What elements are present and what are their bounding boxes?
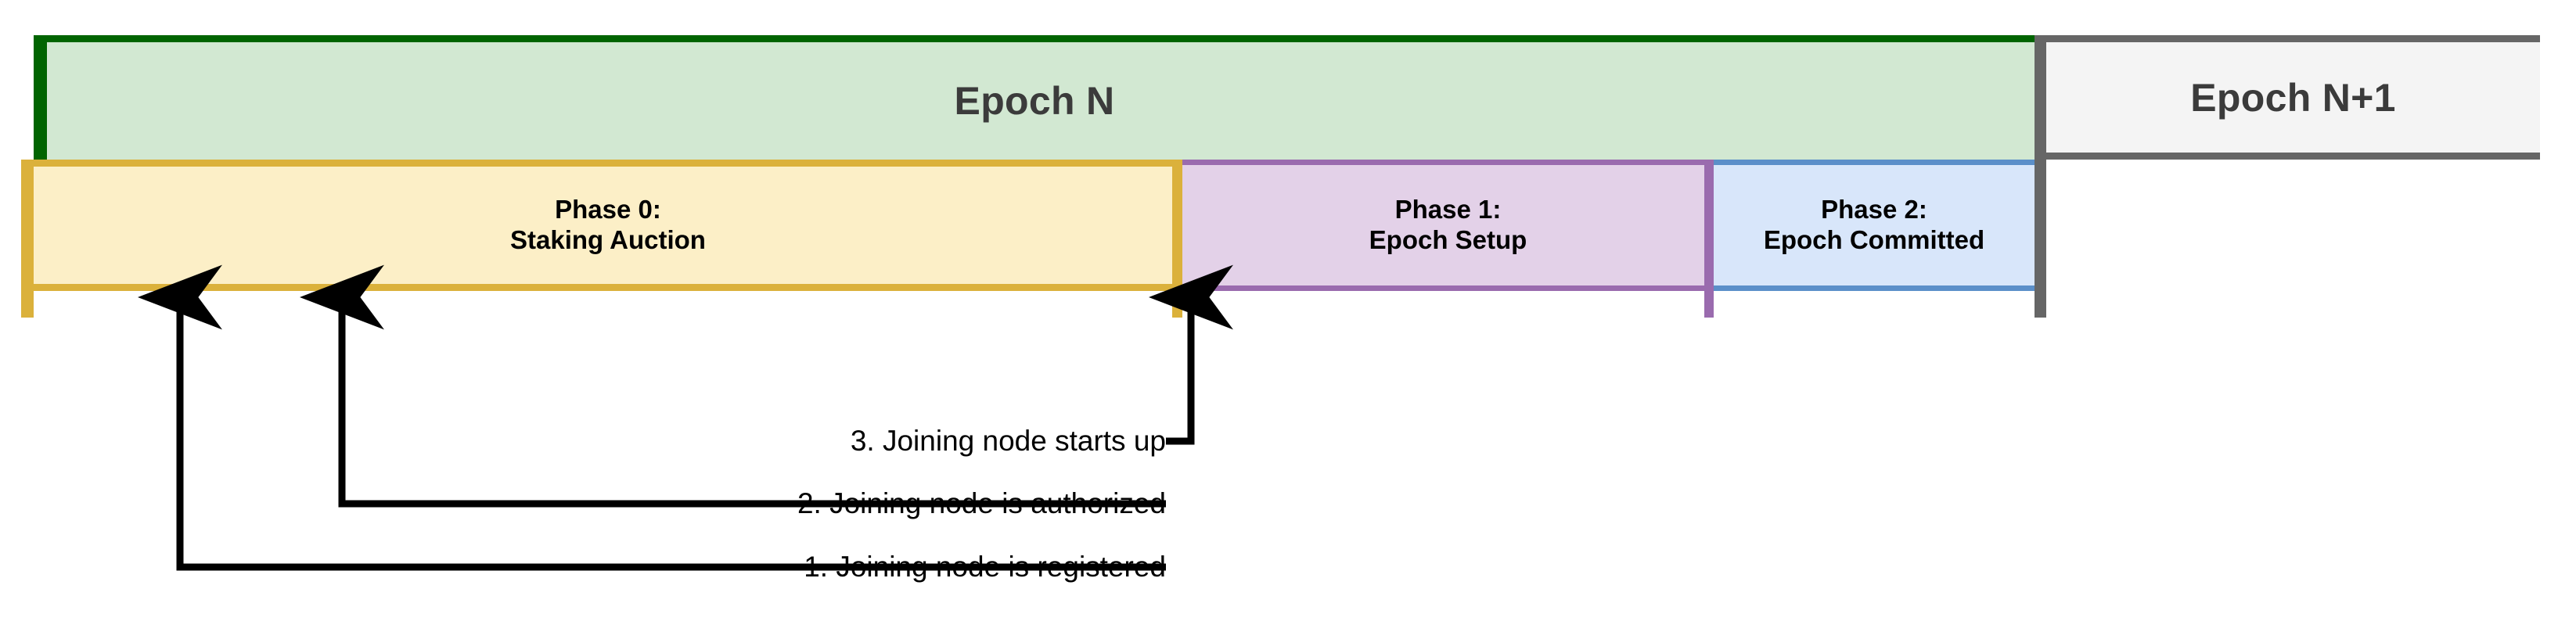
phase-2-box: Phase 2: Epoch Committed bbox=[1714, 160, 2035, 291]
phase-1-end-boundary-marker bbox=[1704, 160, 1714, 318]
phase-1-subtitle: Epoch Setup bbox=[1369, 225, 1527, 254]
epoch-n-end-boundary-marker bbox=[2035, 35, 2046, 318]
epoch-n-box: Epoch N bbox=[34, 35, 2035, 160]
phase-0-title: Phase 0: bbox=[555, 195, 661, 224]
callout-1-connector bbox=[138, 264, 1166, 571]
epoch-n-label: Epoch N bbox=[954, 79, 1115, 123]
callout-3-label: 3. Joining node starts up bbox=[850, 425, 1166, 457]
epoch-start-boundary-marker bbox=[21, 160, 34, 318]
phase-2-title: Phase 2: bbox=[1821, 195, 1927, 224]
epoch-n-plus-1-label: Epoch N+1 bbox=[2190, 75, 2396, 120]
phase-2-subtitle: Epoch Committed bbox=[1763, 225, 1985, 254]
phase-1-title: Phase 1: bbox=[1394, 195, 1502, 224]
callout-2-connector bbox=[300, 264, 1166, 508]
callout-2-label: 2. Joining node is authorized bbox=[797, 487, 1166, 519]
callout-1-label: 1. Joining node is registered bbox=[804, 551, 1166, 583]
callout-3-connector bbox=[1149, 264, 1233, 445]
phase-0-subtitle: Staking Auction bbox=[510, 225, 706, 254]
epoch-n-plus-1-box: Epoch N+1 bbox=[2046, 35, 2540, 160]
phase-1-box: Phase 1: Epoch Setup bbox=[1182, 160, 1714, 291]
